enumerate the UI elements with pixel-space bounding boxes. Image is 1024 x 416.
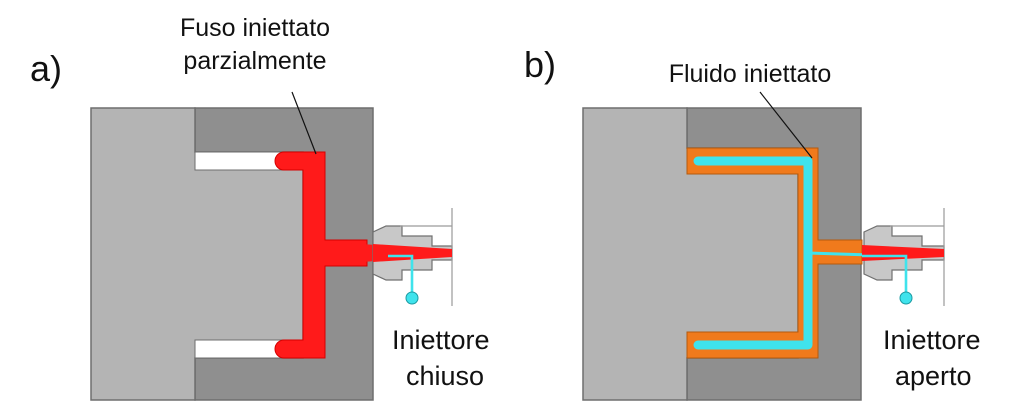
injector-b [862, 208, 945, 306]
panel-a-bottom-label-line-1: Iniettore [392, 325, 490, 355]
fluid-valve-a [405, 291, 419, 305]
injected-melt-a [274, 151, 368, 359]
panel-b [582, 91, 945, 401]
fluid-line-a [388, 254, 414, 292]
injector-a [372, 208, 453, 306]
sprue-channel-a [373, 244, 452, 262]
panel-a-letter: a) [30, 48, 63, 89]
panel-b-bottom-label: Iniettore aperto [883, 322, 981, 394]
panel-a-top-label-line-1: Fuso iniettato [179, 14, 331, 42]
leader-line-b [759, 91, 813, 159]
panel-b-bottom-label-line-1: Iniettore [883, 325, 981, 355]
leader-line-a [291, 91, 317, 155]
panel-b-top-label-line-1: Fluido iniettato [668, 60, 832, 88]
panel-a-top-label-line-2: parzialmente [183, 47, 327, 75]
panel-b-letter: b) [524, 44, 557, 85]
panel-b-top-label: Fluido iniettato [630, 58, 870, 91]
fluid-valve-b [899, 291, 913, 305]
panel-b-bottom-label-line-2: aperto [895, 361, 972, 391]
fluid-line-b [862, 254, 908, 292]
panel-a-bottom-label-line-2: chiuso [406, 361, 485, 391]
panel-a-bottom-label: Iniettore chiuso [392, 322, 490, 394]
panel-a-top-label: Fuso iniettato parzialmente [150, 12, 360, 78]
panel-a [90, 91, 453, 401]
